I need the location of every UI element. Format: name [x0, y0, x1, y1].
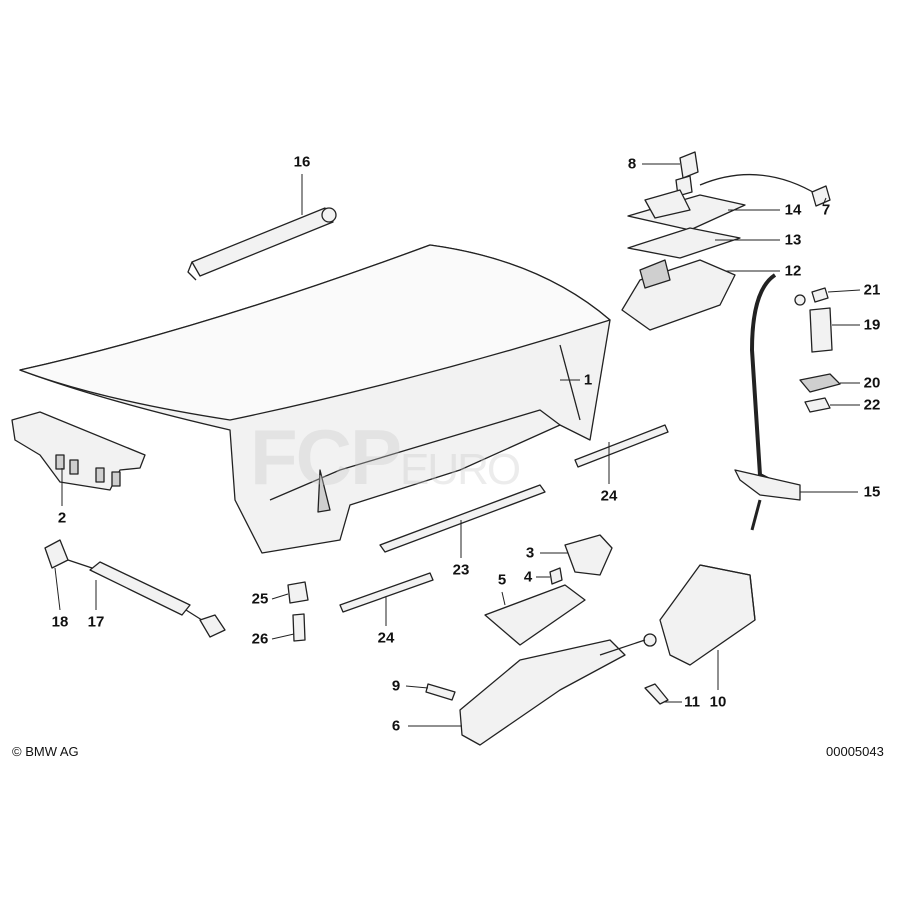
part-label[interactable]: 24 [600, 487, 618, 505]
part-label[interactable]: 4 [523, 568, 533, 586]
part-label[interactable]: 14 [784, 201, 802, 219]
part-label[interactable]: 5 [497, 571, 507, 589]
gas-strut [44, 539, 226, 638]
seal-strip [187, 207, 337, 281]
lock-rod [734, 273, 801, 531]
latch [459, 639, 626, 746]
part-label[interactable]: 24 [377, 629, 395, 647]
part-label[interactable]: 12 [784, 262, 802, 280]
watermark: FCPEURO [250, 413, 521, 501]
trim-strip [379, 484, 546, 553]
part-label[interactable]: 25 [251, 590, 269, 608]
part-label[interactable]: 20 [863, 374, 881, 392]
part-label[interactable]: 16 [293, 153, 311, 171]
part-label[interactable]: 8 [627, 155, 637, 173]
screw [292, 613, 306, 642]
part-label[interactable]: 6 [391, 717, 401, 735]
part-label[interactable]: 2 [57, 509, 67, 527]
part-label[interactable]: 10 [709, 693, 727, 711]
nut [287, 581, 309, 604]
diagram-id: 00005043 [826, 744, 884, 759]
trim-strip-left [339, 572, 434, 613]
part-label[interactable]: 1 [583, 371, 593, 389]
part-label[interactable]: 19 [863, 316, 881, 334]
part-label[interactable]: 11 [684, 693, 700, 711]
trunk-lid [19, 244, 611, 554]
part-label[interactable]: 7 [821, 201, 831, 219]
part-label[interactable]: 15 [863, 483, 881, 501]
part-label[interactable]: 9 [391, 677, 401, 695]
part-label[interactable]: 18 [51, 613, 69, 631]
copyright: © BMW AG [12, 744, 79, 759]
part-label[interactable]: 23 [452, 561, 470, 579]
part-label[interactable]: 3 [525, 544, 535, 562]
part-label[interactable]: 22 [863, 396, 881, 414]
hinge [11, 411, 146, 491]
part-label[interactable]: 13 [784, 231, 802, 249]
part-label[interactable]: 26 [251, 630, 269, 648]
screw-small [549, 567, 563, 585]
leader-lines [54, 163, 861, 727]
part-label[interactable]: 17 [87, 613, 105, 631]
lock-cylinder [794, 287, 841, 413]
bracket [564, 534, 613, 576]
actuator [599, 564, 756, 666]
bolt [425, 683, 456, 701]
handle-assembly [621, 151, 831, 331]
part-label[interactable]: 21 [863, 281, 881, 299]
trim-strip-right [574, 424, 669, 468]
bolt-right [644, 683, 669, 705]
release-handle [484, 584, 586, 646]
